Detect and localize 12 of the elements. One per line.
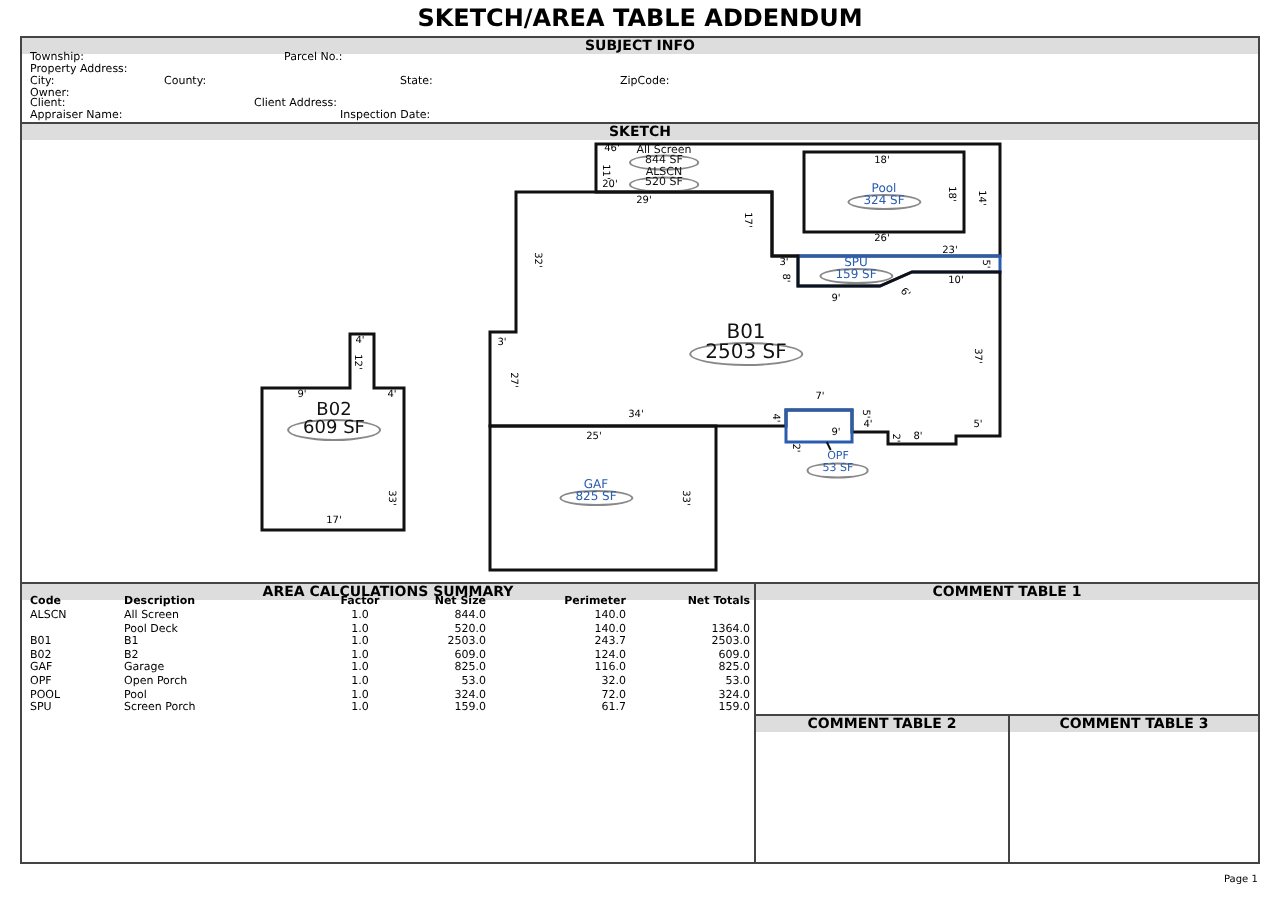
leader-line [825,441,832,451]
screen-enclosure-outline [596,144,1000,256]
garage-outline [490,426,716,570]
page-title: SKETCH/AREA TABLE ADDENDUM [417,6,863,30]
pool-outline [804,152,964,232]
area-size-label: 2503 SF [689,342,803,366]
porch-outline [798,256,1000,286]
area-name: B02 [316,403,352,421]
porch-outline [786,410,852,442]
building-outline [262,334,404,530]
area-name: B01 [726,324,766,344]
area-size-label: 609 SF [287,419,381,441]
